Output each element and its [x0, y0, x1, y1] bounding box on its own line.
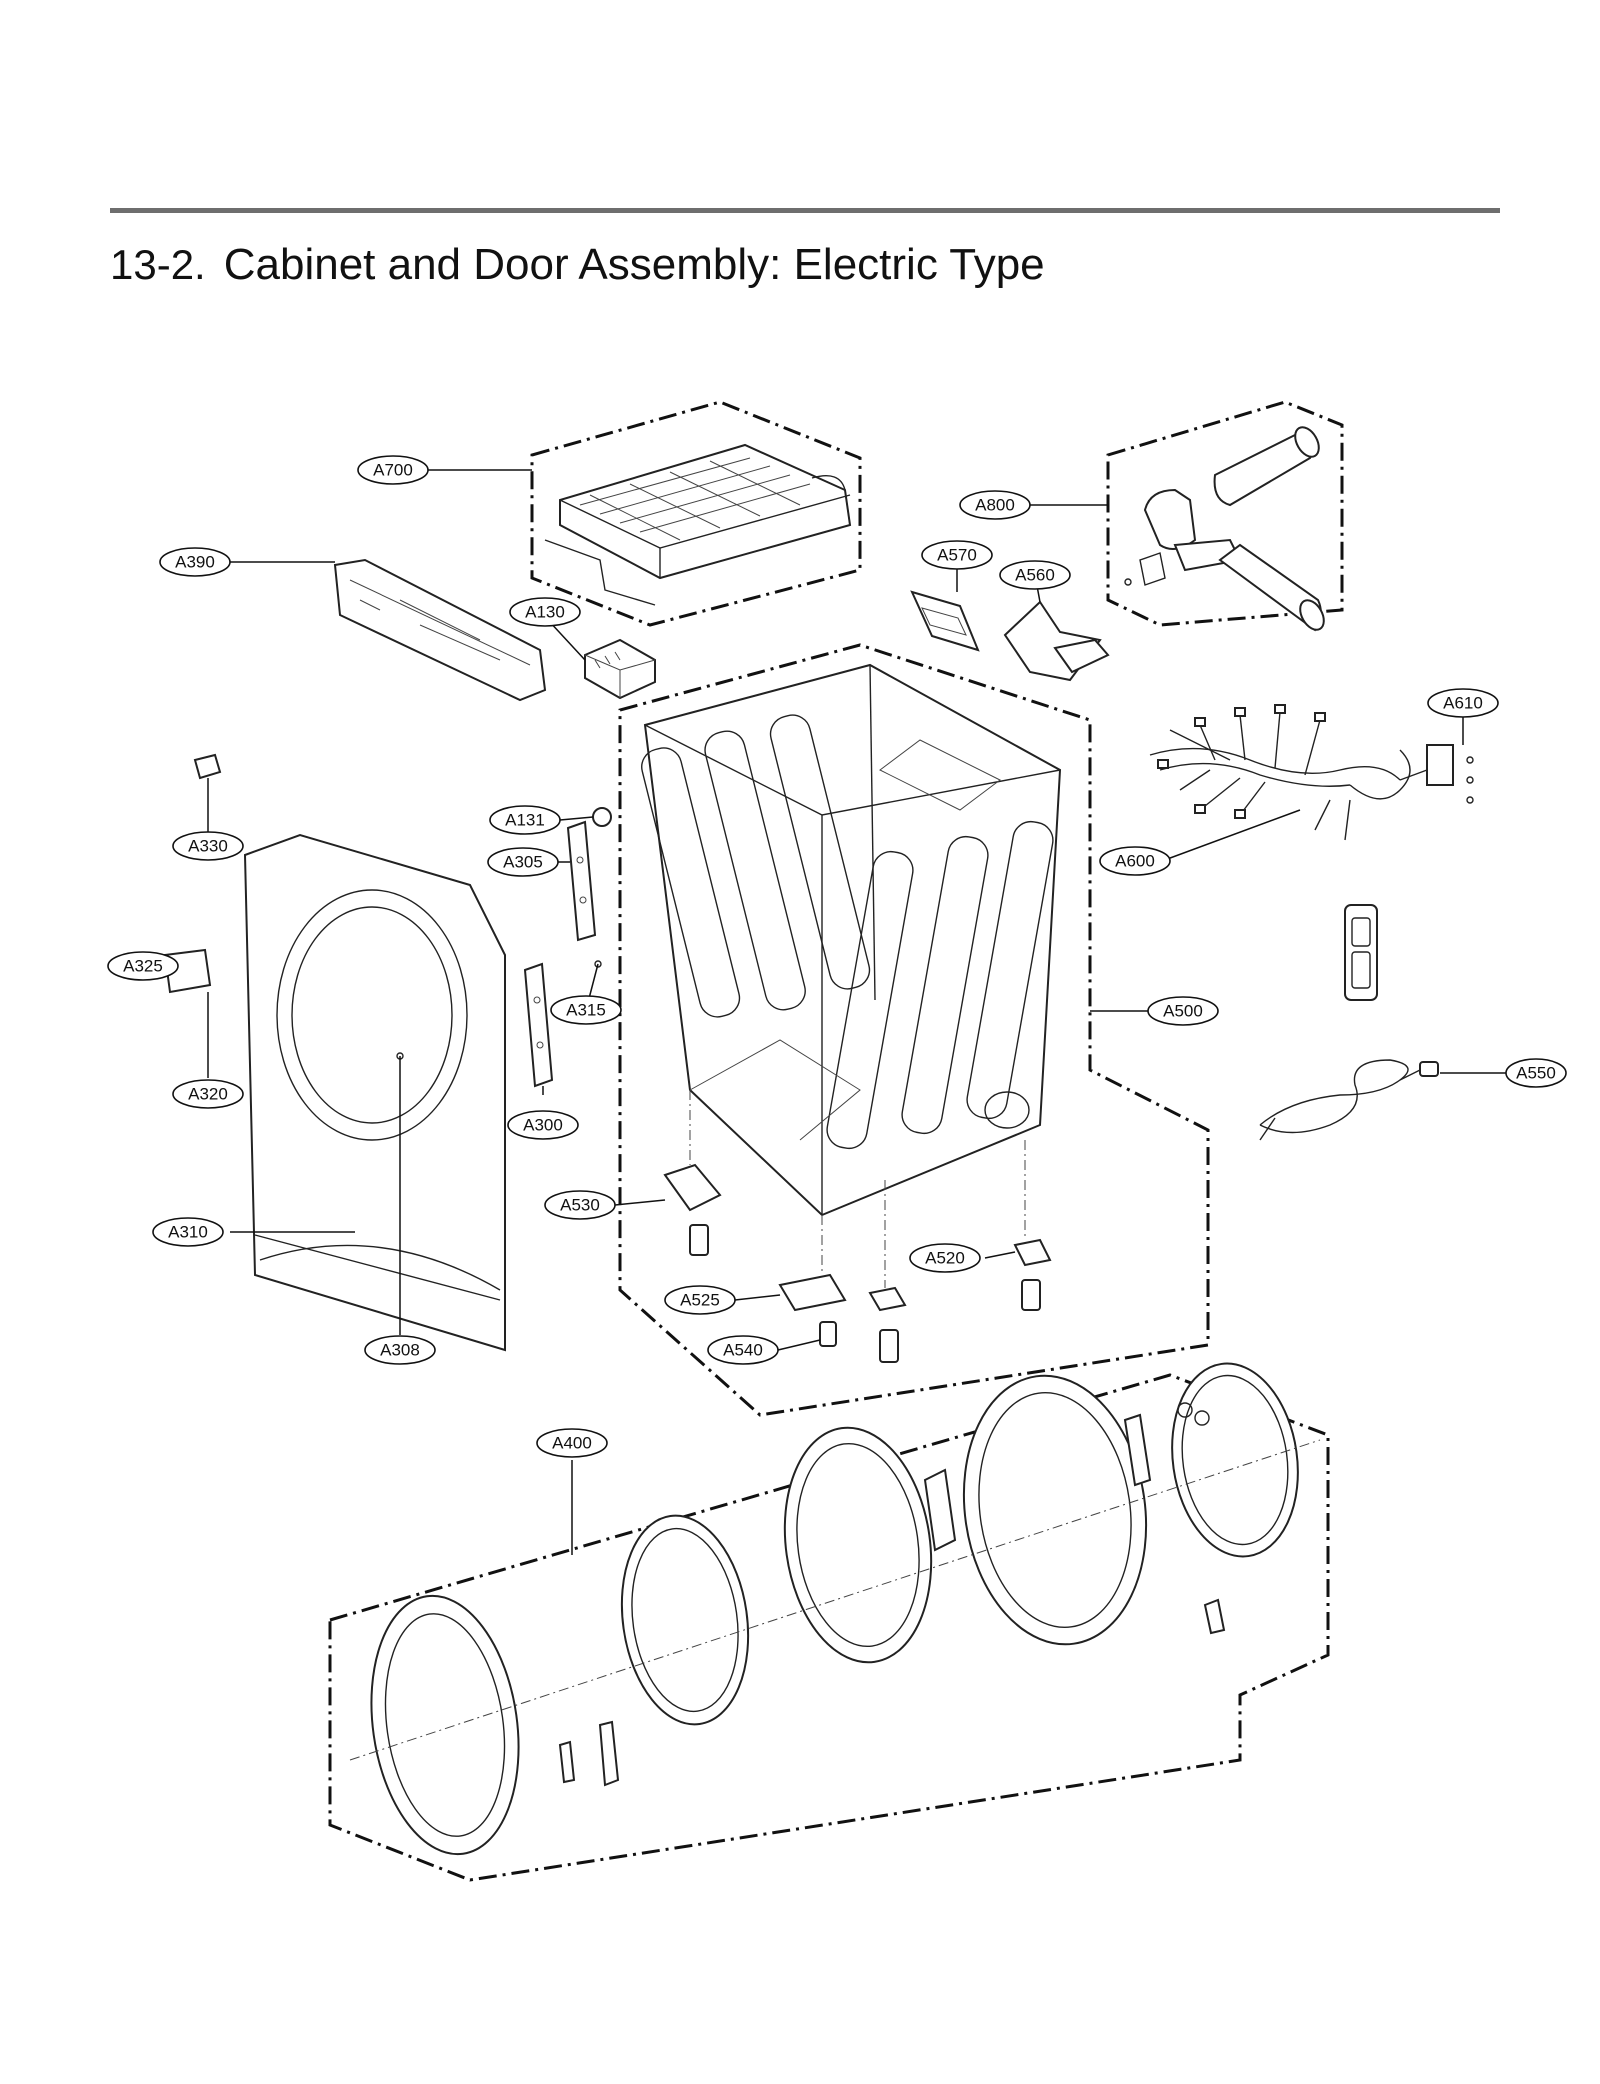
- svg-text:A550: A550: [1516, 1064, 1556, 1083]
- svg-text:A570: A570: [937, 546, 977, 565]
- svg-text:A500: A500: [1163, 1002, 1203, 1021]
- svg-text:A540: A540: [723, 1341, 763, 1360]
- filter-module-part: [584, 638, 656, 700]
- leg-bracket-parts: [663, 1090, 1052, 1363]
- rear-plate-part: [910, 590, 980, 652]
- label-a325: A325: [107, 951, 179, 981]
- svg-text:A315: A315: [566, 1001, 606, 1020]
- section-title: Cabinet and Door Assembly: Electric Type: [223, 240, 1045, 289]
- label-a300: A300: [507, 1110, 579, 1140]
- duct-adapter-part: [1003, 600, 1110, 682]
- label-a131: A131: [489, 805, 561, 835]
- cabinet-frame-part: [641, 663, 1062, 1217]
- label-a550: A550: [1505, 1058, 1567, 1088]
- svg-text:A400: A400: [552, 1434, 592, 1453]
- power-cord-part: [1259, 1059, 1439, 1141]
- svg-text:A308: A308: [380, 1341, 420, 1360]
- label-a800: A800: [959, 490, 1031, 520]
- svg-text:A320: A320: [188, 1085, 228, 1104]
- label-a700: A700: [357, 455, 429, 485]
- screw-a315-part: [594, 960, 602, 968]
- section-number: 13-2.: [110, 241, 206, 288]
- svg-text:A530: A530: [560, 1196, 600, 1215]
- label-a320: A320: [172, 1079, 244, 1109]
- hinge-bracket-lower-part: [523, 962, 554, 1088]
- svg-text:A600: A600: [1115, 852, 1155, 871]
- label-a525: A525: [664, 1285, 736, 1315]
- terminal-cover-part: [1344, 904, 1378, 1001]
- page-title: 13-2. Cabinet and Door Assembly: Electric…: [110, 240, 1045, 290]
- svg-text:A610: A610: [1443, 694, 1483, 713]
- label-a540: A540: [707, 1335, 779, 1365]
- exhaust-duct-part: [1124, 426, 1325, 632]
- svg-text:A300: A300: [523, 1116, 563, 1135]
- svg-text:A560: A560: [1015, 566, 1055, 585]
- svg-text:A700: A700: [373, 461, 413, 480]
- svg-text:A800: A800: [975, 496, 1015, 515]
- label-a330: A330: [172, 831, 244, 861]
- knob-part: [592, 807, 612, 827]
- svg-text:A325: A325: [123, 957, 163, 976]
- hinge-bracket-upper-part: [566, 820, 597, 942]
- label-a310: A310: [152, 1217, 224, 1247]
- svg-text:A310: A310: [168, 1223, 208, 1242]
- control-bracket-part: [333, 558, 547, 702]
- label-a315: A315: [550, 995, 622, 1025]
- leader-lines: [142, 469, 1508, 1555]
- header-rule: [110, 208, 1500, 213]
- label-a560: A560: [999, 560, 1071, 590]
- svg-text:A130: A130: [525, 603, 565, 622]
- door-switch-part: [193, 753, 222, 780]
- label-a600: A600: [1099, 846, 1171, 876]
- label-a400: A400: [536, 1428, 608, 1458]
- label-a390: A390: [159, 547, 231, 577]
- top-cover-group-box: [530, 400, 862, 627]
- svg-text:A131: A131: [505, 811, 545, 830]
- label-a305: A305: [487, 847, 559, 877]
- svg-text:A305: A305: [503, 853, 543, 872]
- svg-text:A520: A520: [925, 1249, 965, 1268]
- label-a308: A308: [364, 1335, 436, 1365]
- door-assembly-parts: [349, 1362, 1321, 1856]
- svg-text:A390: A390: [175, 553, 215, 572]
- label-a530: A530: [544, 1190, 616, 1220]
- front-panel-part: [243, 833, 506, 1352]
- label-a520: A520: [909, 1243, 981, 1273]
- label-a570: A570: [921, 540, 993, 570]
- top-cover-part: [544, 443, 852, 606]
- label-a500: A500: [1147, 996, 1219, 1026]
- svg-text:A525: A525: [680, 1291, 720, 1310]
- duct-group-box: [1106, 400, 1344, 627]
- svg-text:A330: A330: [188, 837, 228, 856]
- cabinet-group-box: [618, 643, 1210, 1417]
- wire-harness-part: [1149, 704, 1474, 841]
- label-a130: A130: [509, 597, 581, 627]
- label-a610: A610: [1427, 688, 1499, 718]
